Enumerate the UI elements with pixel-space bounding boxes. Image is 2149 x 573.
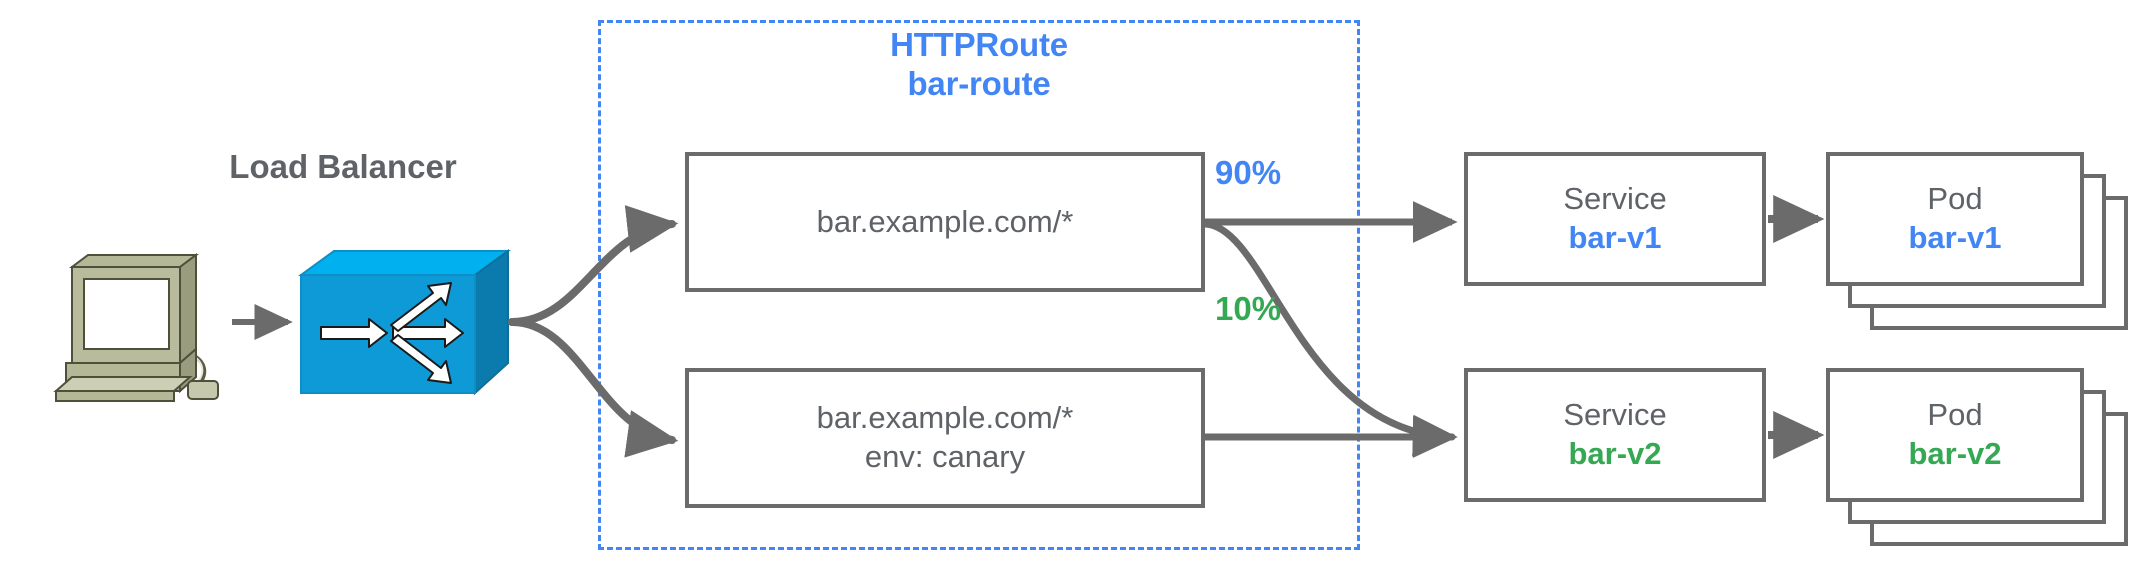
pod-kind-label-1: Pod [1927, 181, 1983, 217]
route-rule-box-1[interactable]: bar.example.com/* [685, 152, 1205, 292]
service-box-bar-v1[interactable]: Service bar-v1 [1464, 152, 1766, 286]
pod-stack-bar-v2[interactable]: Pod bar-v2 [1826, 368, 2128, 568]
load-balancer-label: Load Balancer [229, 148, 457, 185]
service-kind-label-1: Service [1563, 181, 1667, 217]
service-name-bar-v2: bar-v2 [1568, 436, 1662, 471]
httproute-name-label: bar-route [907, 64, 1051, 102]
route-rule-2-header-match: env: canary [864, 439, 1026, 474]
pod-name-bar-v2: bar-v2 [1908, 436, 2002, 471]
route-rule-1-hostname: bar.example.com/* [816, 203, 1074, 239]
route-rule-2-hostname: bar.example.com/* [816, 400, 1074, 436]
httproute-group-label: HTTPRoute bar-route [598, 26, 1360, 103]
service-kind-label-2: Service [1563, 397, 1667, 433]
pod-box-bar-v2[interactable]: Pod bar-v2 [1826, 368, 2084, 502]
service-name-bar-v1: bar-v1 [1568, 220, 1662, 255]
pod-name-bar-v1: bar-v1 [1908, 220, 2002, 255]
pod-kind-label-2: Pod [1927, 397, 1983, 433]
pod-stack-bar-v1[interactable]: Pod bar-v1 [1826, 152, 2128, 352]
httproute-kind-label: HTTPRoute [890, 26, 1068, 63]
workstation-computer-icon [38, 245, 228, 415]
load-balancer-switch-icon [297, 245, 512, 400]
service-box-bar-v2[interactable]: Service bar-v2 [1464, 368, 1766, 502]
weight-label-10: 10% [1215, 290, 1282, 327]
weight-label-90: 90% [1215, 154, 1282, 191]
route-rule-box-2[interactable]: bar.example.com/* env: canary [685, 368, 1205, 508]
pod-box-bar-v1[interactable]: Pod bar-v1 [1826, 152, 2084, 286]
